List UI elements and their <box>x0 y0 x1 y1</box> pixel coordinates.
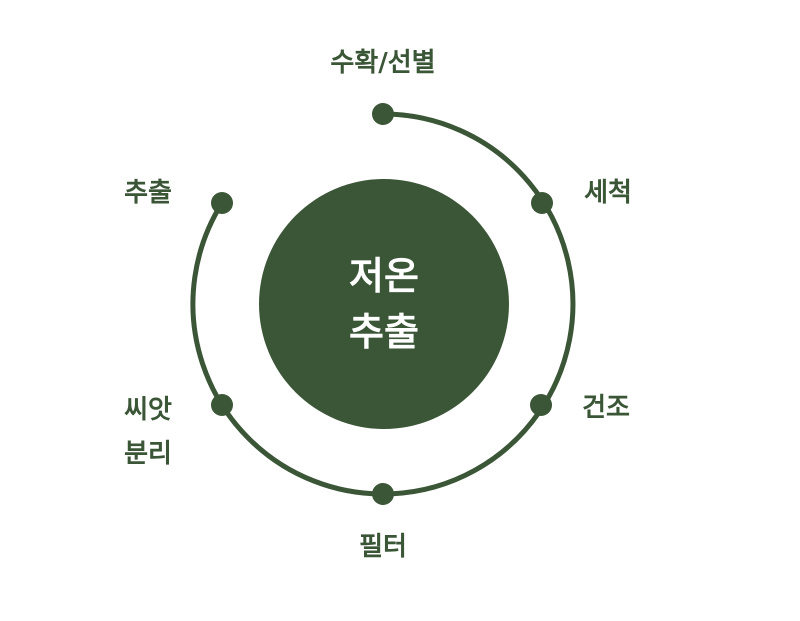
step-label-seed-separation-line2: 분리 <box>124 439 172 469</box>
step-label-seed-separation-line1: 씨앗 <box>124 395 172 425</box>
step-dot-wash <box>531 192 553 214</box>
step-label-wash: 세척 <box>584 178 632 208</box>
step-dot-seed-separation <box>211 394 233 416</box>
step-label-seed-separation: 씨앗 분리 <box>124 388 172 476</box>
step-label-filter: 필터 <box>359 532 407 562</box>
step-dot-filter <box>372 483 394 505</box>
center-label-line1: 저온 <box>349 254 419 298</box>
step-dot-extraction <box>211 192 233 214</box>
step-label-dry: 건조 <box>582 393 630 423</box>
center-label: 저온 추출 <box>349 248 419 360</box>
step-label-harvest: 수확/선별 <box>330 48 436 78</box>
center-label-line2: 추출 <box>349 310 419 354</box>
step-dot-dry <box>530 394 552 416</box>
step-label-extraction: 추출 <box>124 178 172 208</box>
center-circle <box>259 179 509 429</box>
cycle-arc <box>190 111 576 497</box>
step-dot-harvest <box>372 103 394 125</box>
